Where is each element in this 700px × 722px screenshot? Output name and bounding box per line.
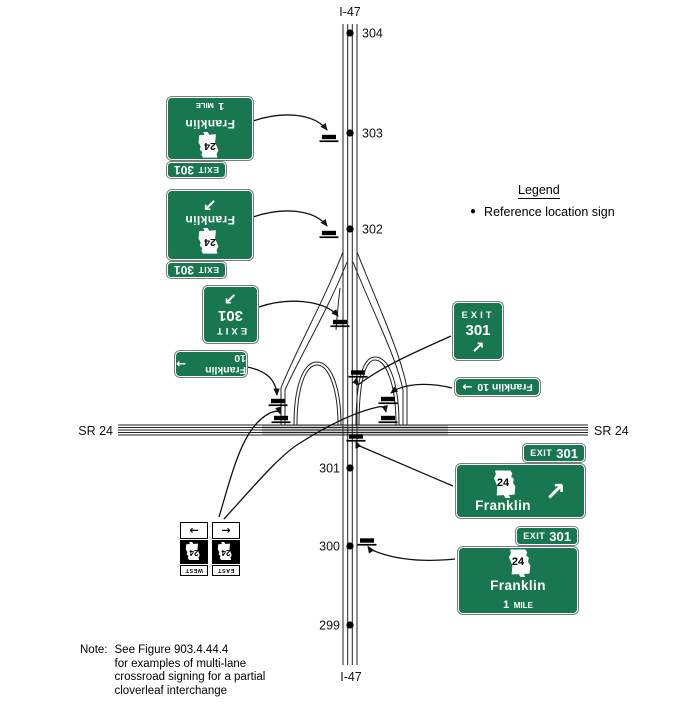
diagonal-arrow-icon: ↗: [202, 194, 218, 214]
sign-gore-exit-left: EXIT 301 ↗: [203, 286, 258, 343]
route-24-shield-icon: 24: [218, 542, 235, 562]
route-24-shield-icon: 24: [505, 548, 532, 577]
sign-exit-direction-left: EXIT 301 24 Franklin ↗: [167, 190, 253, 278]
crossroad-sr24: [118, 424, 588, 436]
distance-label: 1 MILE: [503, 599, 533, 611]
right-arrow-icon: →: [189, 524, 199, 537]
milepost-303: 303: [362, 127, 383, 141]
destination-label: Franklin: [475, 498, 531, 513]
exit-number: 301: [556, 445, 578, 461]
milepost-301: 301: [319, 462, 340, 476]
interchange-ramps: [280, 251, 408, 426]
exit-number: 301: [465, 321, 491, 339]
leader-lines: [218, 114, 456, 561]
exit-word: EXIT: [198, 165, 219, 175]
exit-number: 301: [174, 263, 195, 277]
exit-word: EXIT: [213, 325, 248, 336]
exit-number: 301: [174, 163, 195, 177]
sign-exit-direction-right: EXIT 301 24 Franklin ↗: [456, 444, 585, 518]
diagonal-arrow-icon: ↗: [223, 289, 238, 308]
legend-title: Legend: [518, 183, 560, 199]
reference-location-dot-icon: ●: [470, 206, 477, 217]
note-line: for examples of multi-lane: [114, 657, 247, 670]
direction-banner: WEST: [180, 565, 208, 576]
destination-label: Franklin: [185, 117, 235, 131]
sign-location-symbols: [268, 134, 398, 546]
freeway-label-bottom: I-47: [340, 670, 362, 684]
exit-301-plaque: EXIT 301: [167, 262, 226, 278]
legend-item: ● Reference location sign: [470, 205, 650, 219]
note-line: See Figure 903.4.44.4: [114, 644, 229, 656]
legend: Legend ● Reference location sign: [470, 181, 650, 219]
sign-advance-guide-right: EXIT 301 24 Franklin 1 MILE: [458, 527, 578, 614]
reference-location-dots: [346, 29, 354, 629]
route-24-shield-icon: 24: [186, 542, 203, 562]
exit-number: 301: [217, 307, 244, 324]
crossroad-label-left: SR 24: [78, 424, 113, 438]
milepost-304: 304: [362, 27, 383, 41]
legend-item-label: Reference location sign: [484, 205, 615, 219]
right-arrow-icon: →: [462, 380, 473, 394]
note-label: Note:: [80, 644, 108, 656]
direction-banner: EAST: [212, 565, 240, 576]
destination-label: Franklin: [185, 213, 235, 227]
exit-301-plaque: EXIT 301: [516, 527, 578, 545]
exit-number: 301: [549, 528, 571, 544]
diagonal-arrow-icon: ↗: [471, 337, 485, 357]
diagonal-arrow-icon: ↗: [544, 476, 566, 506]
crossroad-route-assembly: EAST 24 ← WEST 24 →: [178, 520, 240, 576]
route-assembly-west: WEST 24 →: [180, 520, 208, 576]
destination-label: Franklin: [490, 578, 546, 593]
sign-advance-guide-left: EXIT 301 24 Franklin 1 MILE: [167, 97, 253, 178]
note-line: crossroad signing for a partial: [114, 671, 266, 683]
left-arrow-icon: ←: [221, 524, 231, 537]
crossroad-label-right: SR 24: [594, 424, 629, 438]
exit-word: EXIT: [523, 531, 546, 541]
sign-supplemental-right: Franklin 10 →: [455, 378, 540, 396]
freeway-label-top: I-47: [339, 5, 361, 19]
figure-note: Note: See Figure 903.4.44.4 for examples…: [80, 644, 265, 698]
route-24-shield-icon: 24: [198, 228, 223, 255]
freeway-i47: [342, 24, 358, 665]
right-arrow-icon: →: [176, 357, 187, 371]
milepost-299: 299: [319, 619, 340, 633]
exit-word: EXIT: [461, 309, 495, 321]
milepost-300: 300: [319, 540, 340, 554]
exit-word: EXIT: [530, 448, 553, 458]
exit-word: EXIT: [198, 265, 219, 275]
destination-distance-label: Franklin 10: [205, 352, 246, 376]
route-24-shield-icon: 24: [490, 469, 517, 498]
destination-distance-label: Franklin 10: [477, 381, 533, 393]
route-assembly-east: EAST 24 ←: [212, 520, 240, 576]
sign-supplemental-left: Franklin 10 →: [175, 351, 247, 377]
exit-301-plaque: EXIT 301: [167, 162, 226, 178]
exit-301-plaque: EXIT 301: [523, 444, 585, 462]
route-24-shield-icon: 24: [198, 132, 223, 159]
note-text: See Figure 903.4.44.4 for examples of mu…: [115, 644, 266, 698]
note-line: cloverleaf interchange: [114, 684, 228, 697]
sign-gore-exit-right: EXIT 301 ↗: [453, 302, 503, 360]
distance-label: 1 MILE: [195, 100, 225, 112]
milepost-302: 302: [362, 223, 383, 237]
